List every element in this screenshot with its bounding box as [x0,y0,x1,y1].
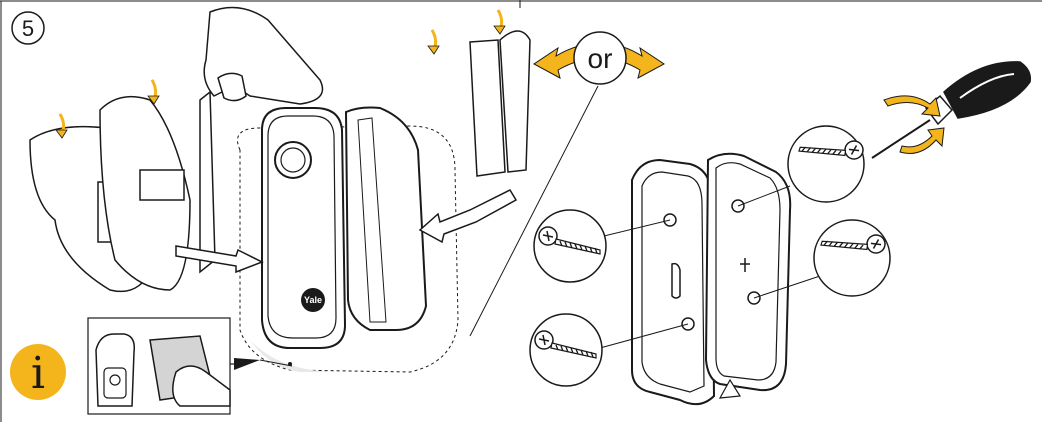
or-label: or [588,43,613,74]
step-number-badge: 5 [12,12,44,44]
arrow-to-sensor-icon [176,246,262,272]
cleaning-info-box [88,318,292,414]
screw-callout-4 [814,219,890,296]
screw-callout-2 [530,314,602,386]
sensor-body [262,108,345,348]
peel-arrow-4-icon [494,10,505,34]
base-housing [632,154,790,404]
screwdriver-icon [872,62,1030,158]
screw-callout-1 [534,210,606,282]
screw-callout-3 [788,125,865,202]
step-number-text: 5 [22,16,34,41]
or-double-arrow: or [534,32,664,84]
yale-logo-text: Yale [304,295,322,305]
magnet-body [346,108,426,331]
arrow-to-magnet-icon [420,190,516,242]
yale-logo: Yale [301,288,325,312]
peel-arrow-3-icon [428,30,439,54]
info-icon-text: i [31,348,45,399]
peeling-hand-icon [204,8,322,105]
liner-strip [200,92,215,272]
info-badge: i [10,344,66,400]
tape-strip-icon [470,31,530,176]
